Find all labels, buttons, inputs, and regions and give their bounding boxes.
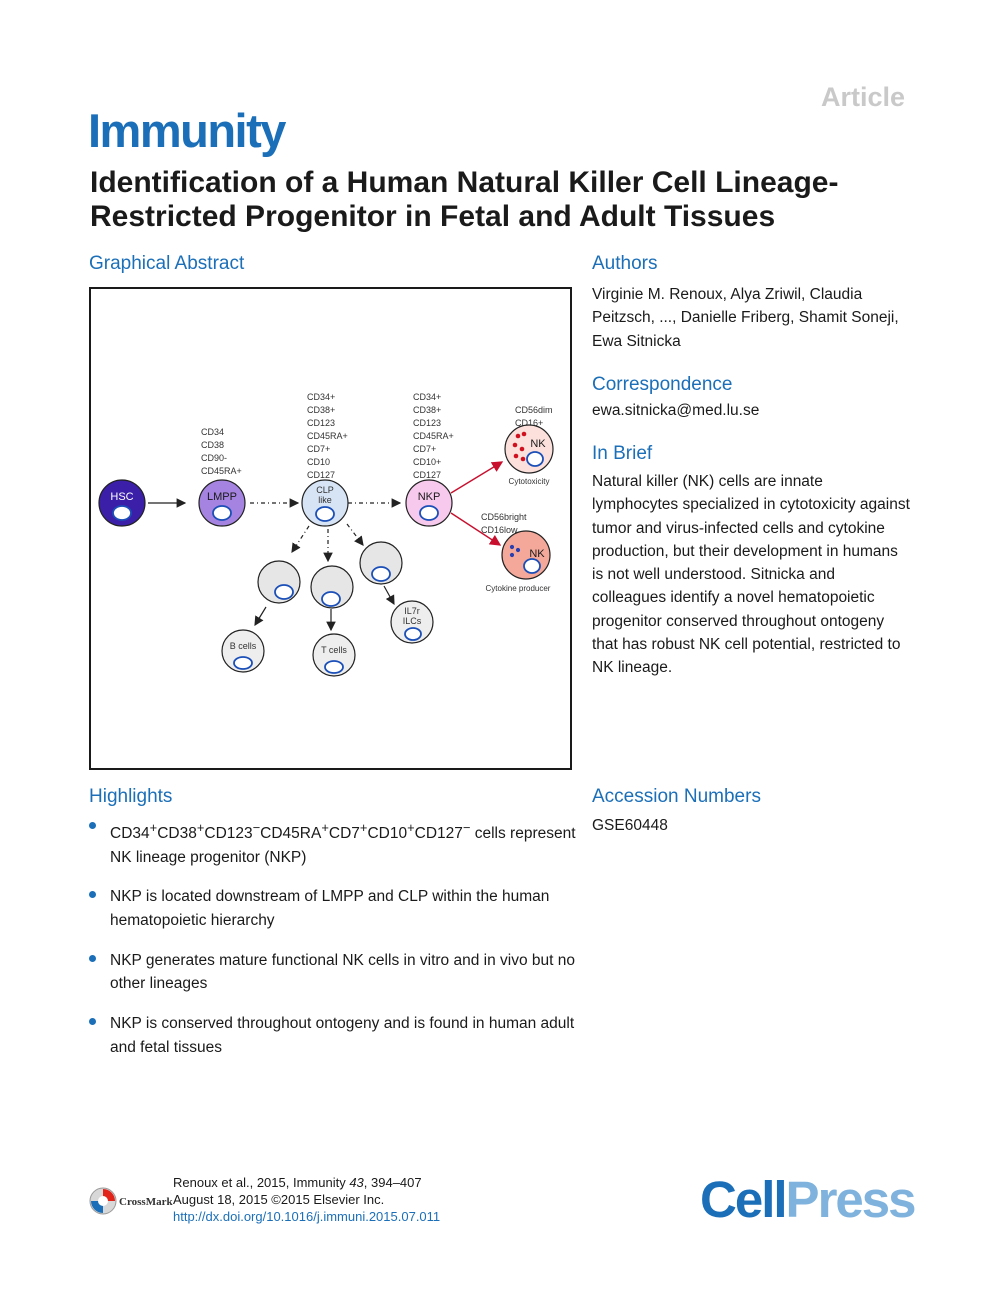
clp-marker: CD127 xyxy=(307,470,335,480)
clp-marker: CD123 xyxy=(307,418,335,428)
ilc-cells: IL7r ILCs xyxy=(390,600,434,644)
highlight-text: cells represent NK lineage progenitor (N… xyxy=(110,825,576,866)
t-progenitor-cell xyxy=(310,565,354,609)
clp-marker: CD7+ xyxy=(307,444,330,454)
lmpp-cell: LMPP xyxy=(198,479,246,527)
nk-top-marker: CD56dim xyxy=(515,405,553,415)
accession-number[interactable]: GSE60448 xyxy=(592,817,668,834)
doi-link[interactable]: http://dx.doi.org/10.1016/j.immuni.2015.… xyxy=(173,1209,441,1224)
highlight-item: CD34+CD38+CD123−CD45RA+CD7+CD10+CD127− c… xyxy=(89,816,579,869)
t-cells: T cells xyxy=(312,633,356,677)
nk-top-markers: CD56dim CD16+ xyxy=(515,405,553,428)
bullet-icon xyxy=(89,822,96,829)
lmpp-marker: CD34 xyxy=(201,427,224,437)
nk-cytotoxic-cell: NK xyxy=(504,424,554,474)
highlights-list: CD34+CD38+CD123−CD45RA+CD7+CD10+CD127− c… xyxy=(89,816,579,1075)
lmpp-label: LMPP xyxy=(207,491,237,503)
clp-marker: CD34+ xyxy=(307,392,335,402)
nk-top-label: NK xyxy=(530,438,546,450)
nk-bottom-marker: CD56bright xyxy=(481,512,527,522)
highlight-text: NKP generates mature functional NK cells… xyxy=(110,951,575,993)
arrow-clp-ilc-progenitor xyxy=(346,523,364,546)
bullet-icon xyxy=(89,954,96,962)
clp-markers: CD34+ CD38+ CD123 CD45RA+ CD7+ CD10 CD12… xyxy=(307,392,348,480)
arrow-to-b-cells xyxy=(254,606,267,627)
accession-heading: Accession Numbers xyxy=(592,786,761,807)
b-progenitor-cell xyxy=(257,560,301,604)
nkp-marker: CD123 xyxy=(413,418,441,428)
t-cells-label: T cells xyxy=(321,645,347,655)
hsc-label: HSC xyxy=(110,491,133,503)
authors-heading: Authors xyxy=(592,253,658,274)
highlight-item: NKP generates mature functional NK cells… xyxy=(89,949,579,996)
nkp-markers: CD34+ CD38+ CD123 CD45RA+ CD7+ CD10+ CD1… xyxy=(413,392,454,480)
graphical-abstract-box: CD34 CD38 CD90- CD45RA+ CD34+ CD38+ CD12… xyxy=(89,287,572,770)
arrow-clp-b-progenitor xyxy=(291,525,310,554)
clp-marker: CD10 xyxy=(307,457,330,467)
nkp-marker: CD38+ xyxy=(413,405,441,415)
crossmark-label: CrossMark xyxy=(119,1196,173,1208)
clp-marker: CD45RA+ xyxy=(307,431,348,441)
article-type-label: Article xyxy=(820,82,905,112)
highlight-item: NKP is conserved throughout ontogeny and… xyxy=(89,1012,579,1059)
title-line-1: Identification of a Human Natural Killer… xyxy=(90,166,839,199)
clp-cell: CLP like xyxy=(301,479,349,527)
b-cells: B cells xyxy=(221,629,265,673)
cytokine-producer-label: Cytokine producer xyxy=(486,584,551,593)
nk-bottom-label: NK xyxy=(529,548,545,560)
nkp-marker: CD10+ xyxy=(413,457,441,467)
arrow-nkp-nk-bottom xyxy=(450,512,502,546)
nkp-cell: NKP xyxy=(405,479,453,527)
nkp-label: NKP xyxy=(418,491,441,503)
lmpp-marker: CD45RA+ xyxy=(201,466,242,476)
lmpp-markers: CD34 CD38 CD90- CD45RA+ xyxy=(201,427,242,476)
arrow-nkp-nk-top xyxy=(450,461,504,494)
nk-bottom-marker: CD16low xyxy=(481,525,518,535)
title-line-2: Restricted Progenitor in Fetal and Adult… xyxy=(90,200,776,233)
cell-press-logo: CellPress xyxy=(700,1171,917,1228)
nkp-marker: CD127 xyxy=(413,470,441,480)
clp-label-1: CLP xyxy=(316,485,334,495)
highlight-text: NKP is located downstream of LMPP and CL… xyxy=(110,888,550,929)
ilc-label-1: IL7r xyxy=(404,606,420,616)
article-title: Identification of a Human Natural Killer… xyxy=(90,166,920,234)
graphical-abstract-heading: Graphical Abstract xyxy=(89,253,245,274)
nk-bottom-markers: CD56bright CD16low xyxy=(481,512,527,535)
nkp-marker: CD7+ xyxy=(413,444,436,454)
in-brief-text: Natural killer (NK) cells are innate lym… xyxy=(592,473,910,677)
cytotoxicity-label: Cytotoxicity xyxy=(509,477,550,486)
correspondence-email[interactable]: ewa.sitnicka@med.lu.se xyxy=(592,402,760,419)
highlights-heading: Highlights xyxy=(89,786,173,807)
correspondence-heading: Correspondence xyxy=(592,374,733,395)
journal-logo: Immunity xyxy=(88,104,286,157)
clp-label-2: like xyxy=(318,495,332,505)
highlight-text: NKP is conserved throughout ontogeny and… xyxy=(110,1015,575,1056)
citation-block: Renoux et al., 2015, Immunity 43, 394–40… xyxy=(173,1174,440,1225)
hsc-cell: HSC xyxy=(98,479,146,527)
arrow-to-ilcs xyxy=(383,585,395,606)
nk-cytokine-cell: NK xyxy=(501,530,551,580)
highlight-item: NKP is located downstream of LMPP and CL… xyxy=(89,885,579,932)
lmpp-marker: CD38 xyxy=(201,440,224,450)
bullet-icon xyxy=(89,891,96,899)
graphical-abstract-diagram: CD34 CD38 CD90- CD45RA+ CD34+ CD38+ CD12… xyxy=(98,392,554,677)
citation-date: August 18, 2015 ©2015 Elsevier Inc. xyxy=(173,1192,385,1207)
nkp-marker: CD34+ xyxy=(413,392,441,402)
nkp-marker: CD45RA+ xyxy=(413,431,454,441)
clp-marker: CD38+ xyxy=(307,405,335,415)
citation-line: Renoux et al., 2015, Immunity 43, 394–40… xyxy=(173,1175,422,1190)
highlight-markers: CD34+CD38+CD123−CD45RA+CD7+CD10+CD127− xyxy=(110,820,471,843)
authors-list: Virginie M. Renoux, Alya Zriwil, Claudia… xyxy=(592,286,899,350)
nk-top-marker: CD16+ xyxy=(515,418,543,428)
in-brief-heading: In Brief xyxy=(592,443,653,464)
ilc-label-2: ILCs xyxy=(403,616,422,626)
bullet-icon xyxy=(89,1018,96,1026)
ilc-progenitor-cell xyxy=(359,541,403,585)
b-cells-label: B cells xyxy=(230,641,257,651)
crossmark-icon[interactable] xyxy=(89,1186,117,1221)
lmpp-marker: CD90- xyxy=(201,453,227,463)
